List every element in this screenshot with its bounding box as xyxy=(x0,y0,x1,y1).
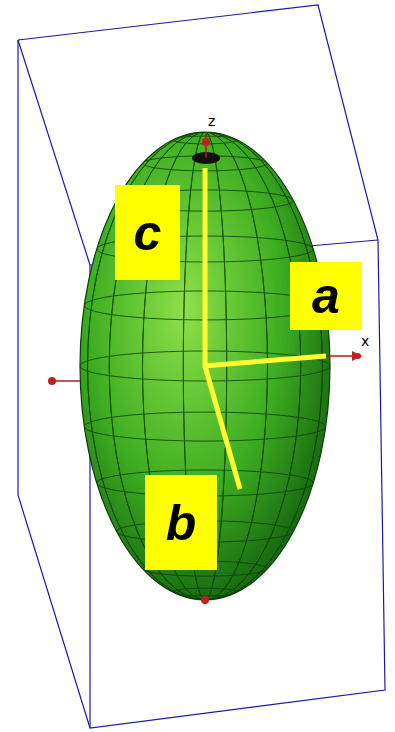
latitude-line xyxy=(84,412,325,441)
ellipsoid-outline xyxy=(80,132,330,600)
box-outline xyxy=(18,5,385,728)
axis-label: x xyxy=(361,334,369,348)
label-box: b xyxy=(145,475,217,570)
semi-axis-line xyxy=(203,168,208,368)
semi-axis-line xyxy=(203,356,326,366)
box-edge xyxy=(18,40,90,265)
axis-label: z xyxy=(208,114,215,128)
axis-name: b xyxy=(166,498,197,548)
label-box: c xyxy=(115,185,180,280)
axis-name: c xyxy=(134,208,162,258)
semi-axis-line xyxy=(205,366,240,489)
bounding-box xyxy=(18,5,385,728)
longitude-line xyxy=(88,132,323,600)
ellipsoid xyxy=(80,132,330,600)
longitude-line xyxy=(109,132,301,600)
axis-line xyxy=(325,355,352,357)
axis-dot xyxy=(202,138,210,146)
axis-dot xyxy=(48,377,56,385)
latitude-line xyxy=(173,588,238,596)
ellipsoid-mesh xyxy=(80,132,330,600)
axis-dot xyxy=(201,596,209,604)
axis-name: a xyxy=(312,271,340,321)
axis-line xyxy=(52,380,82,382)
axis-dot xyxy=(355,353,361,359)
longitude-line xyxy=(109,132,301,600)
longitude-line xyxy=(88,132,323,600)
label-box: a xyxy=(290,262,362,330)
axis-arrow xyxy=(352,351,362,361)
